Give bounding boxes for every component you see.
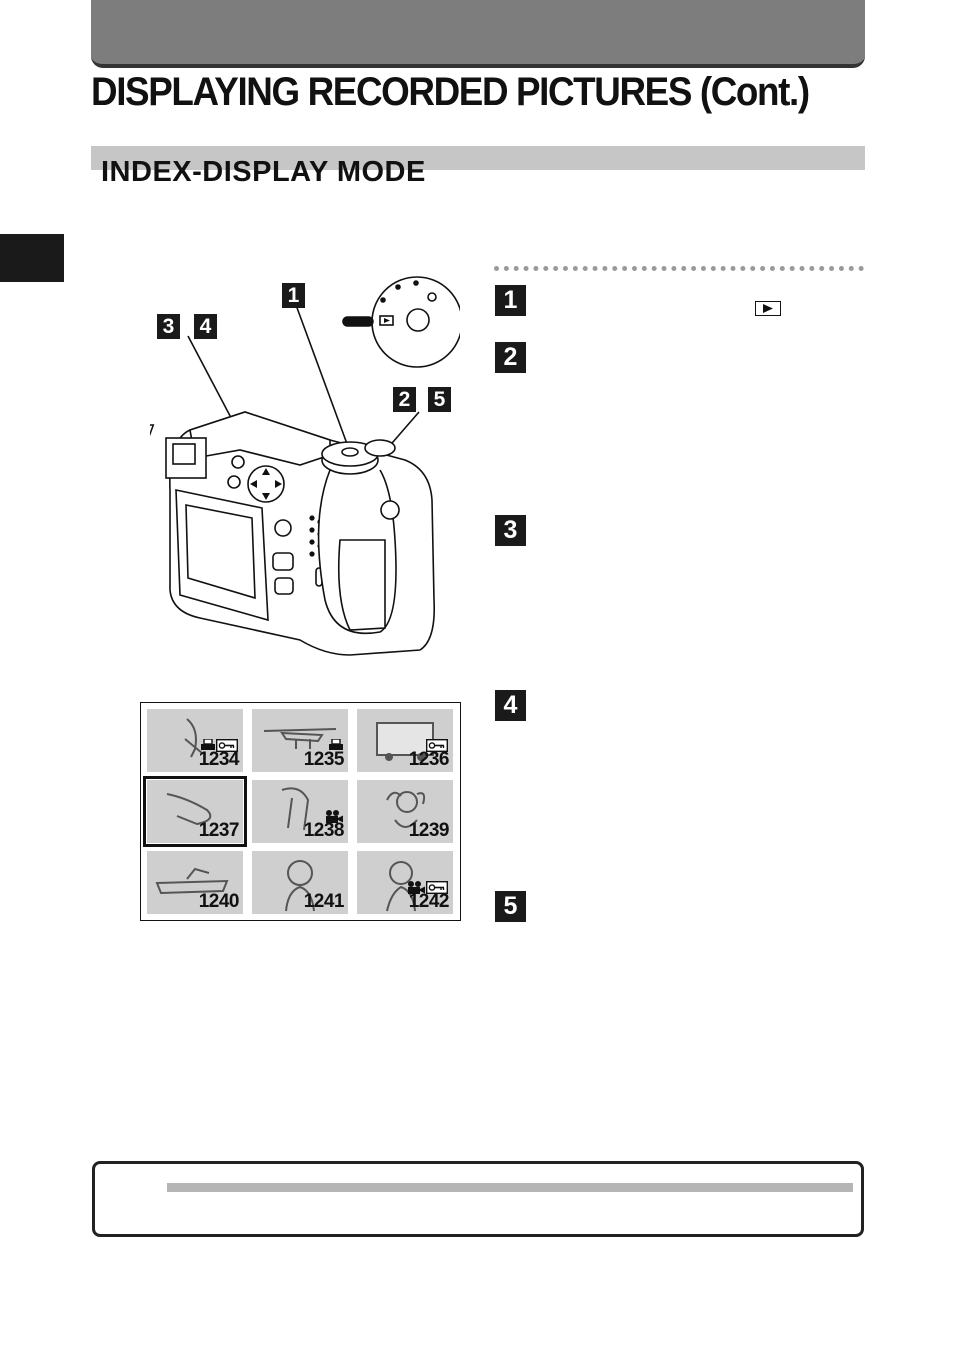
print-icon (201, 738, 215, 757)
step-number-3: 3 (495, 515, 526, 546)
index-display-screen: 1234 1235 1236 1237 1238 1239 1240 1241 1242 (140, 702, 461, 921)
print-icon (329, 738, 343, 757)
protect-key-icon (215, 738, 239, 757)
thumbnail-image (376, 722, 434, 761)
thumbnail-image (281, 787, 310, 831)
chapter-tab (0, 234, 64, 282)
thumbnail-1242[interactable]: 1242 (357, 851, 453, 914)
frame-number: 1241 (303, 891, 345, 912)
frame-number: 1235 (303, 749, 345, 770)
note-heading-bar (167, 1183, 853, 1192)
header-band (91, 0, 865, 68)
callout-arrow-a: 3 (157, 314, 180, 339)
movie-icon (325, 810, 343, 828)
frame-number: 1238 (303, 820, 345, 841)
frame-number: 1237 (198, 820, 240, 841)
thumbnail-1241[interactable]: 1241 (252, 851, 348, 914)
thumbnail-image (386, 791, 426, 828)
protect-key-icon (425, 880, 449, 899)
note-box (92, 1161, 864, 1237)
play-mode-icon (755, 301, 781, 316)
thumbnail-1239[interactable]: 1239 (357, 780, 453, 843)
thumbnail-1237[interactable]: 1237 (143, 776, 247, 847)
step-number-4: 4 (495, 690, 526, 721)
frame-number: 1234 (198, 749, 240, 770)
section-bar (91, 146, 865, 170)
frame-number: 1242 (408, 891, 450, 912)
callout-arrow-b: 4 (194, 314, 217, 339)
callout-zoom-b: 5 (428, 387, 451, 412)
frame-number: 1240 (198, 891, 240, 912)
thumbnail-1235[interactable]: 1235 (252, 709, 348, 772)
step-number-1: 1 (495, 285, 526, 316)
frame-number: 1239 (408, 820, 450, 841)
thumbnail-image (155, 867, 229, 895)
page-title: DISPLAYING RECORDED PICTURES (Cont.) (91, 70, 810, 114)
thumbnail-image (386, 861, 416, 912)
movie-icon (407, 881, 425, 899)
thumbnail-1238[interactable]: 1238 (252, 780, 348, 843)
thumbnail-image (184, 718, 203, 758)
thumbnail-image (285, 860, 315, 912)
step-number-2: 2 (495, 342, 526, 373)
callout-zoom-a: 2 (393, 387, 416, 412)
protect-key-icon (425, 738, 449, 757)
frame-number: 1236 (408, 749, 450, 770)
section-title: INDEX-DISPLAY MODE (101, 156, 426, 188)
thumbnail-image (166, 793, 212, 826)
thumbnail-1236[interactable]: 1236 (357, 709, 453, 772)
thumbnail-1240[interactable]: 1240 (147, 851, 243, 914)
thumbnail-image (263, 728, 337, 749)
thumbnail-1234[interactable]: 1234 (147, 709, 243, 772)
step-number-5: 5 (495, 891, 526, 922)
dotted-divider (494, 266, 864, 271)
callout-dial: 1 (282, 283, 305, 308)
camera-illustration (150, 276, 460, 656)
